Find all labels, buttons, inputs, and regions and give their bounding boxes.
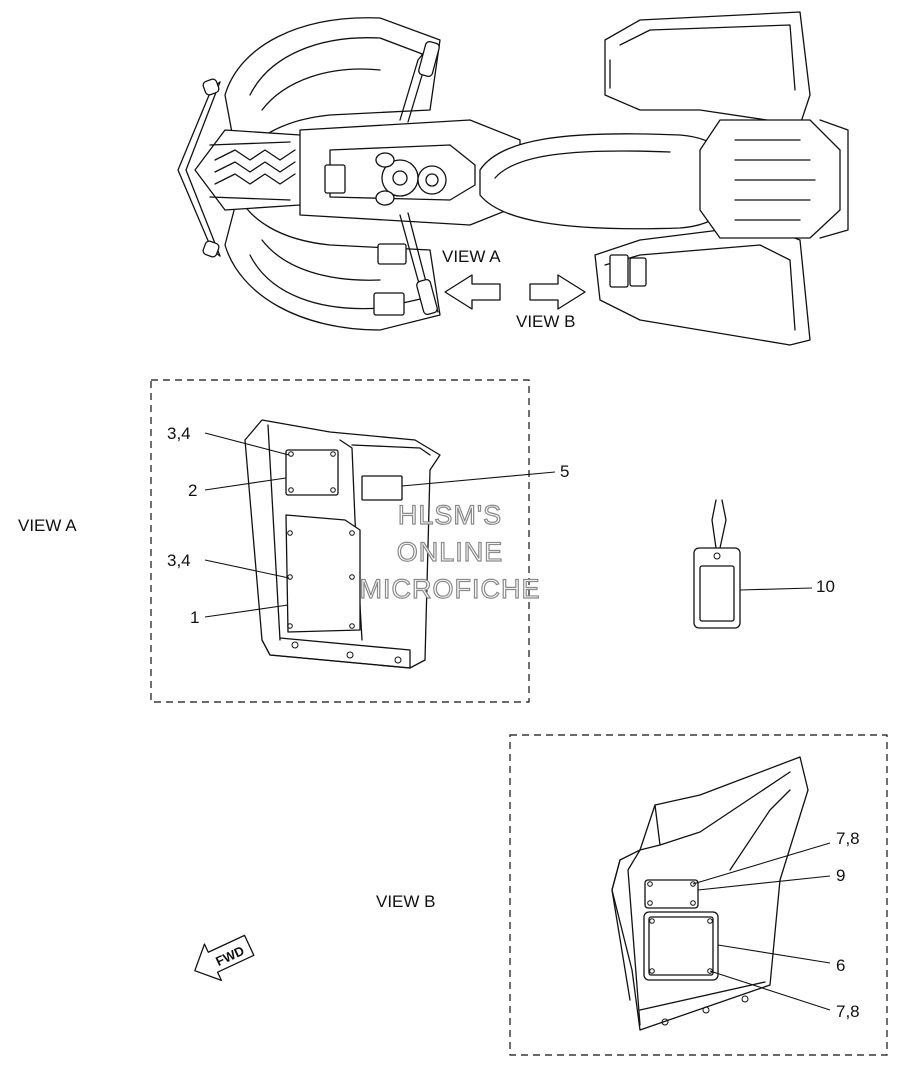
callout-7-8-lower: 7,8: [836, 1002, 860, 1021]
view-a-frame: [150, 379, 530, 703]
atv-top-view: VIEW A VIEW B: [177, 11, 849, 346]
callout-3-4-upper: 3,4: [167, 424, 191, 443]
watermark-line-3: MICROFICHE: [360, 574, 541, 604]
top-view-b-label: VIEW B: [516, 312, 576, 331]
callout-7-8-upper: 7,8: [836, 829, 860, 848]
callout-2: 2: [188, 481, 197, 500]
fwd-arrow-icon: FWD: [194, 934, 255, 982]
watermark-line-1: HLSM'S: [398, 500, 502, 530]
callout-6: 6: [836, 956, 845, 975]
watermark-line-2: ONLINE: [397, 537, 504, 567]
callout-5: 5: [560, 462, 569, 481]
top-view-a-label: VIEW A: [442, 247, 501, 266]
view-a-panel: 3,4 2 3,4 1 5: [150, 379, 569, 703]
decal-5: [361, 475, 403, 501]
view-a-title: VIEW A: [18, 516, 77, 535]
callout-1: 1: [190, 608, 199, 627]
callout-10: 10: [816, 577, 835, 596]
decal-6: [643, 911, 719, 981]
watermark: HLSM'S ONLINE MICROFICHE: [359, 499, 541, 604]
decal-1: [285, 514, 361, 633]
view-b-arrow-icon: [529, 274, 586, 310]
view-b-title: VIEW B: [376, 892, 436, 911]
callout-3-4-lower: 3,4: [167, 551, 191, 570]
view-b-panel: 7,8 9 6 7,8: [509, 734, 888, 1056]
decal-9: [644, 879, 699, 909]
callout-9: 9: [836, 866, 845, 885]
view-a-arrow-icon: [444, 274, 501, 310]
decal-2: [285, 449, 339, 496]
hang-tag-10: 10: [693, 499, 835, 629]
